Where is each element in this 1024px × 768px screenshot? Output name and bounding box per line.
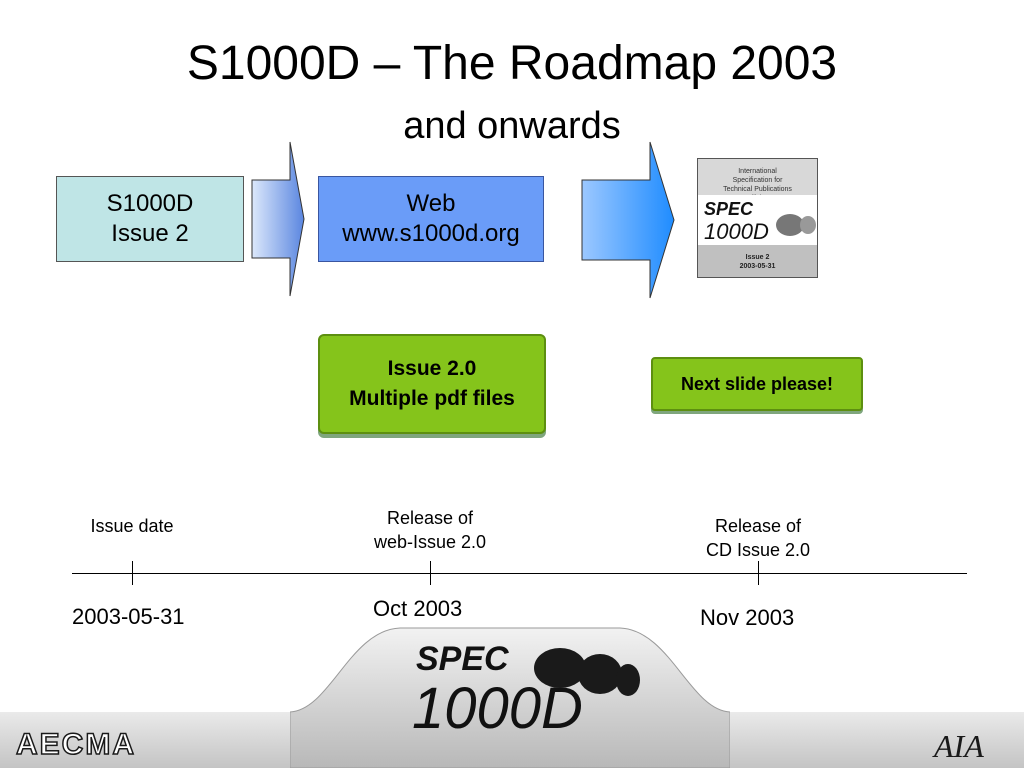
- milestone-label-line: Release of: [714, 516, 802, 536]
- timeline-tick: [430, 561, 431, 585]
- cover-line: International: [738, 168, 777, 175]
- issue-callout-line1: Issue 2.0: [387, 357, 477, 380]
- svg-text:1000D: 1000D: [704, 219, 769, 244]
- globe-icon: [534, 648, 640, 696]
- timeline-tick: [758, 561, 759, 585]
- slide-title: S1000D – The Roadmap 2003: [186, 37, 838, 90]
- timeline-tick: [132, 561, 133, 585]
- svg-text:SPEC: SPEC: [704, 199, 754, 219]
- issue2-box: S1000D Issue 2: [56, 176, 244, 262]
- milestone-date-issue: 2003-05-31: [72, 604, 185, 629]
- issue2-box-line1: S1000D: [106, 190, 194, 217]
- cover-date: 2003-05-31: [739, 263, 776, 270]
- aia-logo: AIA: [934, 728, 984, 764]
- web-box-line1: Web: [406, 190, 456, 217]
- cover-bottom-bar: [698, 245, 817, 277]
- issue2-box-line2: Issue 2: [111, 220, 189, 247]
- milestone-label-line: web-Issue 2.0: [373, 532, 487, 552]
- footer-spec-text: SPEC: [416, 640, 509, 678]
- spec-cover-thumbnail: International Specification for Technica…: [697, 158, 818, 278]
- timeline-axis: [72, 573, 967, 574]
- milestone-label-line: CD Issue 2.0: [705, 540, 811, 560]
- next-slide-button[interactable]: Next slide please!: [651, 357, 863, 411]
- cover-bottom-text: Issue 2 2003-05-31: [698, 253, 817, 271]
- cover-issue: Issue 2: [745, 254, 770, 261]
- slide-subtitle: and onwards: [403, 105, 621, 147]
- arrow-right-icon: [251, 141, 305, 297]
- web-box: Web www.s1000d.org: [318, 176, 544, 262]
- arrow-right-icon: [581, 141, 675, 299]
- milestone-label-issue-date: Issue date: [90, 516, 174, 536]
- milestone-label-cd: Release of CD Issue 2.0: [658, 514, 858, 562]
- milestone-date-cd: Nov 2003: [700, 605, 795, 630]
- milestone-label-web: Release of web-Issue 2.0: [330, 506, 530, 554]
- web-box-url: www.s1000d.org: [342, 220, 520, 247]
- issue-callout: Issue 2.0 Multiple pdf files: [318, 334, 546, 434]
- footer-logo-tab: SPEC 1000D: [290, 627, 730, 768]
- cover-line: Specification for: [732, 177, 783, 184]
- spec-logo-icon: SPEC 1000D: [698, 195, 817, 245]
- milestone-label-line: Release of: [386, 508, 474, 528]
- issue-callout-line2: Multiple pdf files: [349, 387, 515, 410]
- milestone-date-web: Oct 2003: [373, 596, 463, 621]
- aecma-logo: AECMA: [15, 727, 136, 762]
- cover-line: Technical Publications: [723, 186, 792, 193]
